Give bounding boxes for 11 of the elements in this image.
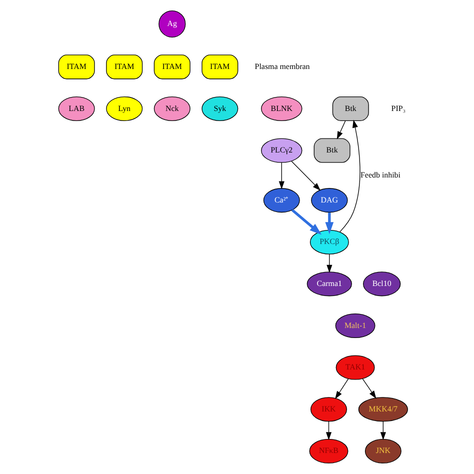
arrow: [324, 212, 334, 234]
arrow: [336, 120, 346, 140]
arrow: [362, 378, 376, 399]
arrow: [326, 254, 332, 273]
arrow: [380, 421, 386, 440]
arrow: [325, 421, 332, 440]
arrow: [290, 160, 320, 191]
arrow: [334, 378, 348, 400]
arrow: [278, 162, 284, 190]
arrow: [339, 120, 360, 232]
arrow: [290, 208, 322, 235]
